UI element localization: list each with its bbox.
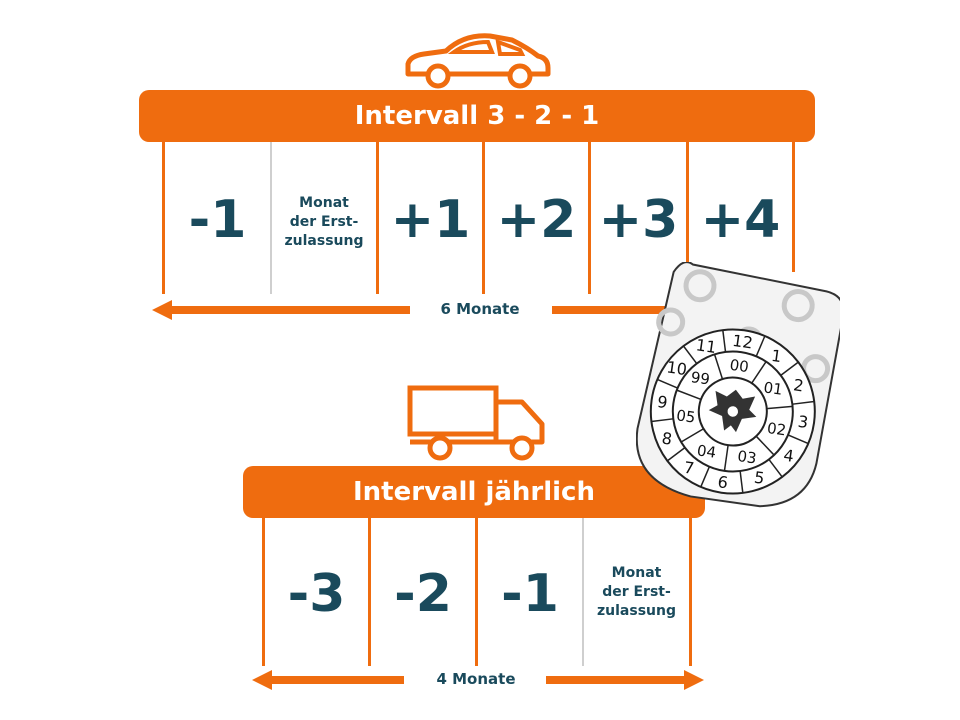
bottom-divider	[475, 518, 478, 666]
eagle-emblem-icon	[708, 389, 757, 433]
dial-tick	[739, 470, 744, 493]
dial-month-number: 5	[753, 468, 766, 488]
month-label-line: der Erst-	[602, 584, 671, 600]
bottom-cell-first-registration: Monat der Erst- zulassung	[584, 564, 689, 621]
dial-month-number: 3	[797, 412, 810, 432]
month-label-line: der Erst-	[289, 214, 359, 230]
bottom-cell-month: -2	[394, 564, 452, 624]
dial-tick	[676, 389, 702, 401]
dial-tick	[723, 445, 729, 472]
bottom-divider	[262, 518, 265, 666]
top-divider	[162, 142, 165, 294]
dial-tick	[751, 361, 767, 384]
top-interval-title: Intervall 3 - 2 - 1	[139, 90, 815, 142]
dial-month-number: 9	[656, 392, 669, 412]
top-divider	[376, 142, 379, 294]
bottom-divider	[368, 518, 371, 666]
top-cell-month: +4	[700, 190, 781, 250]
top-duration-arrow	[152, 300, 670, 320]
top-cell-first-registration: Monat der Erst- zulassung	[272, 194, 376, 251]
dial-tick	[722, 330, 727, 353]
dial-tick	[666, 447, 686, 462]
dial-tick	[792, 400, 815, 405]
dial-tick	[682, 345, 698, 365]
dial-tick	[680, 428, 704, 443]
top-divider	[482, 142, 485, 294]
bottom-duration-arrow	[252, 670, 704, 690]
top-cell-month: +1	[390, 190, 471, 250]
top-cell-month: +2	[496, 190, 577, 250]
dial-year-number: 01	[762, 378, 783, 398]
dial-tick	[766, 405, 793, 410]
dial-year-number: 05	[675, 406, 696, 426]
dial-tick	[780, 361, 799, 376]
dial-tick	[787, 434, 809, 445]
dial-month-number: 12	[731, 331, 754, 353]
dial-month-number: 8	[661, 428, 674, 448]
top-cell-month: +3	[598, 190, 679, 250]
bottom-duration-label: 4 Monate	[436, 670, 516, 688]
dial-month-number: 7	[683, 458, 696, 478]
dial-tick	[755, 335, 766, 357]
top-duration-label: 6 Monate	[440, 300, 520, 318]
dial-tick	[755, 435, 775, 456]
dial-year-number: 03	[736, 447, 757, 467]
dial-tick	[651, 418, 674, 423]
top-divider	[792, 142, 795, 272]
dial-month-number: 10	[665, 357, 688, 379]
truck-icon	[407, 385, 545, 461]
month-label-line: Monat	[611, 565, 662, 581]
dial-tick	[657, 378, 678, 389]
top-divider	[686, 142, 689, 272]
top-divider	[270, 142, 272, 294]
dial-tick	[700, 466, 711, 488]
car-icon	[405, 33, 551, 89]
dial-year-number: 02	[766, 419, 787, 439]
dial-month-number: 1	[770, 346, 783, 366]
bottom-cell-month: -3	[287, 564, 346, 624]
dial-tick	[713, 354, 724, 380]
dial-month-number: 11	[695, 335, 718, 357]
bottom-cell-month: -1	[501, 564, 559, 624]
bottom-divider	[689, 518, 692, 666]
dial-month-number: 2	[792, 375, 805, 395]
bottom-interval-title: Intervall jährlich	[243, 466, 705, 518]
top-cell-month: -1	[188, 190, 247, 250]
top-divider	[588, 142, 591, 294]
bottom-divider	[582, 518, 584, 666]
dial-year-number: 99	[690, 368, 711, 388]
dial-tick	[768, 458, 783, 478]
month-label-line: zulassung	[597, 603, 676, 619]
dial-month-number: 4	[782, 446, 795, 466]
dial-year-number: 00	[729, 356, 750, 376]
month-label-line: Monat	[299, 195, 349, 211]
dial-year-number: 04	[696, 441, 717, 461]
month-label-line: zulassung	[284, 233, 364, 249]
dial-month-number: 6	[717, 472, 730, 492]
